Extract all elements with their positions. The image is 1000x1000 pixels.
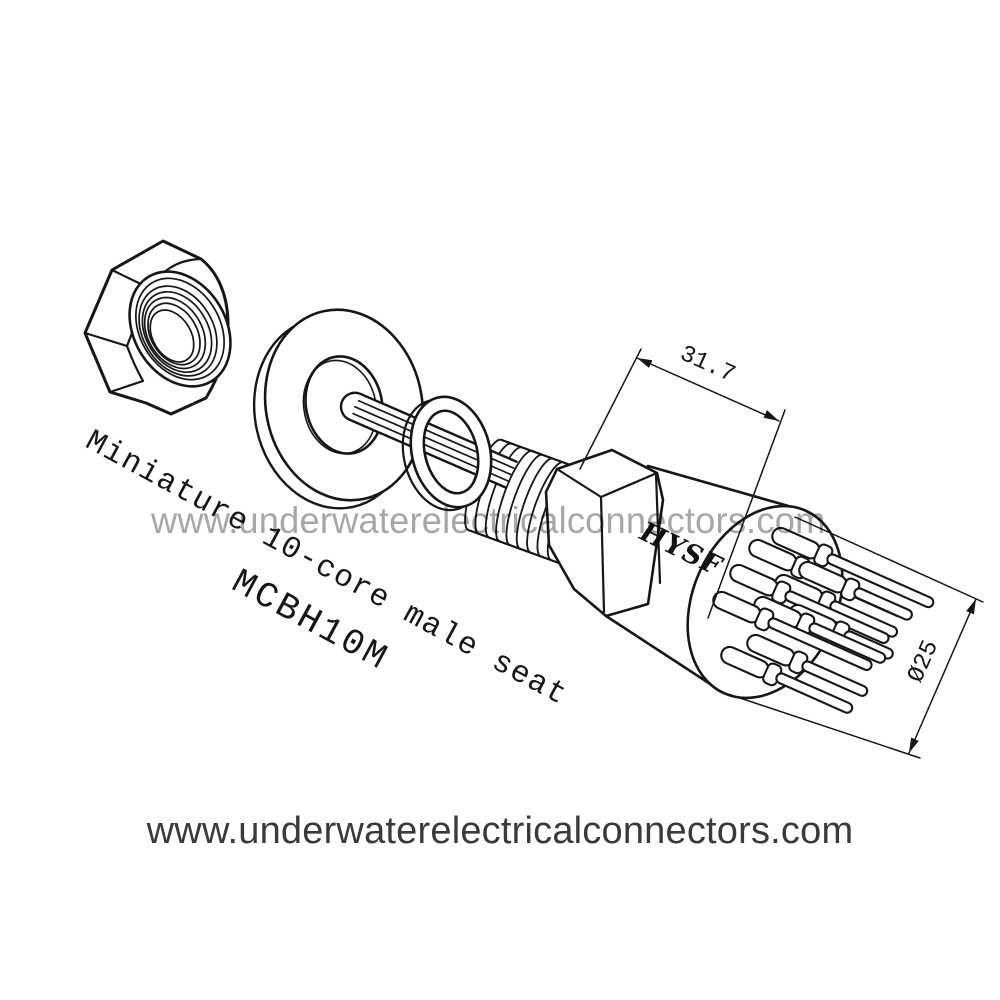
dim-length-extension-lines bbox=[579, 348, 786, 619]
pin bbox=[798, 560, 913, 621]
hex-flange bbox=[544, 448, 665, 618]
hex-flange-silhouette bbox=[544, 448, 665, 618]
dim-length-line bbox=[636, 357, 780, 422]
dim-diameter-line bbox=[908, 598, 977, 754]
o-ring bbox=[401, 395, 493, 512]
pin bbox=[771, 526, 935, 609]
hex-flange-facets bbox=[555, 467, 662, 614]
hex-nut bbox=[83, 239, 232, 416]
footer-url: www.underwaterelectricalconnectors.com bbox=[146, 810, 854, 852]
dim-diameter-extension-lines bbox=[727, 516, 984, 759]
pin bbox=[712, 590, 873, 671]
pin bbox=[753, 595, 887, 664]
dim-length-text: 31.7 bbox=[675, 341, 739, 389]
pin-cluster bbox=[712, 526, 935, 714]
watermark-text: www.underwaterelectricalconnectors.com bbox=[151, 500, 826, 541]
washer-front-face bbox=[263, 308, 425, 502]
pin bbox=[746, 633, 869, 697]
body-top-edge bbox=[646, 464, 808, 513]
o-ring-body bbox=[409, 395, 493, 509]
wire-bundle-outline bbox=[339, 391, 518, 489]
dim-diameter-text: Ø25 bbox=[903, 637, 945, 687]
pin bbox=[720, 645, 854, 714]
body-bottom-edge bbox=[604, 614, 726, 695]
hex-nut-thread-hole bbox=[138, 285, 218, 377]
flat-washer bbox=[252, 308, 425, 510]
